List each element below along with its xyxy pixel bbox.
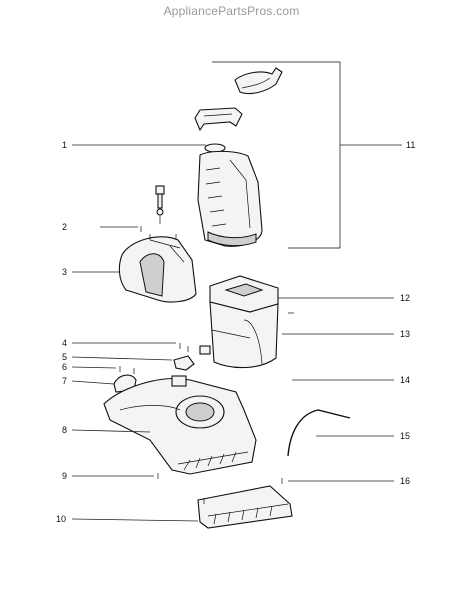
callout-2: 2 <box>62 222 67 232</box>
handle-grip-part <box>234 67 283 95</box>
valve-stem-part <box>155 185 165 224</box>
cover-part <box>118 236 197 303</box>
base-housing-part <box>103 375 257 475</box>
callout-11: 11 <box>406 140 415 150</box>
callout-15: 15 <box>400 431 410 441</box>
callout-16: 16 <box>400 476 410 486</box>
handle-clip-part <box>194 107 243 132</box>
screws <box>119 226 294 504</box>
callout-14: 14 <box>400 375 410 385</box>
leader-lines <box>71 144 394 522</box>
callout-5: 5 <box>62 352 67 362</box>
callout-10: 10 <box>56 514 66 524</box>
recovery-tank-part <box>199 275 279 369</box>
watermark: AppliancePartsPros.com <box>163 4 300 18</box>
callout-1: 1 <box>62 140 67 150</box>
callout-3: 3 <box>62 267 67 277</box>
latch-part <box>173 355 195 371</box>
part-11-bracket <box>212 61 402 249</box>
callout-4: 4 <box>62 338 67 348</box>
hose-part <box>287 409 351 457</box>
callout-8: 8 <box>62 425 67 435</box>
nozzle-part <box>197 485 293 529</box>
callout-7: 7 <box>62 376 67 386</box>
callout-12: 12 <box>400 293 410 303</box>
callout-9: 9 <box>62 471 67 481</box>
solution-tank-part <box>197 143 263 247</box>
callout-6: 6 <box>62 362 67 372</box>
callout-13: 13 <box>400 329 410 339</box>
